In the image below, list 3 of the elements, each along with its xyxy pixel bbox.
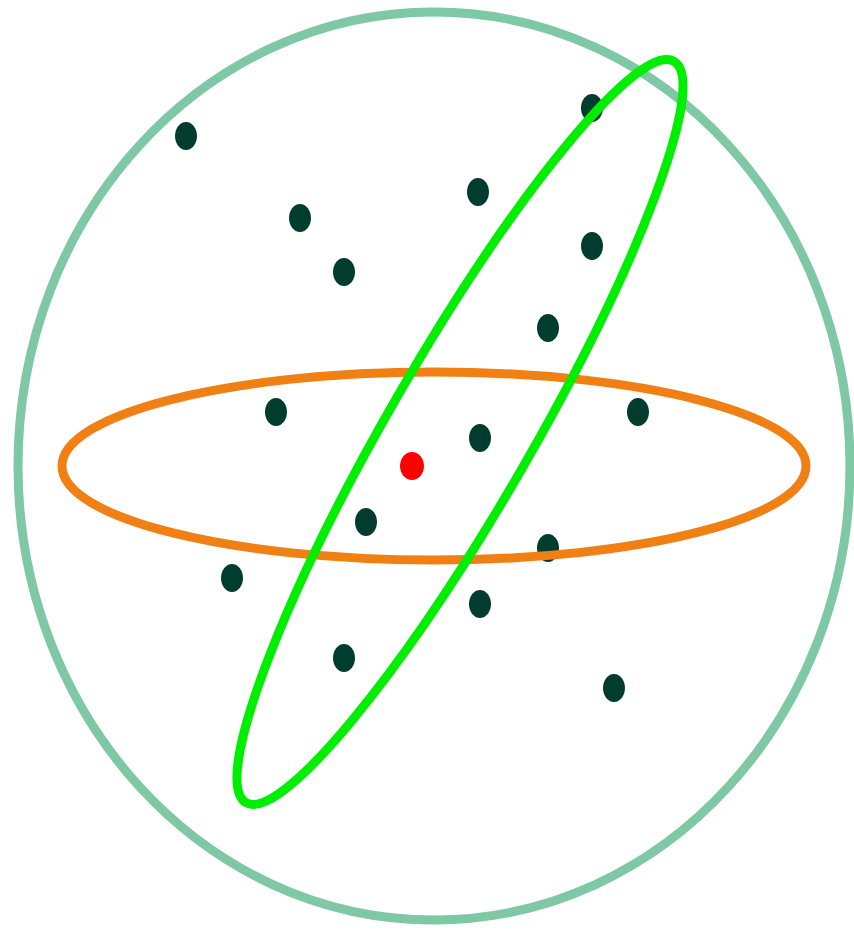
ellipse-outline — [57, 367, 811, 565]
ellipse-outline — [232, 55, 688, 809]
circle-outline — [13, 7, 854, 925]
